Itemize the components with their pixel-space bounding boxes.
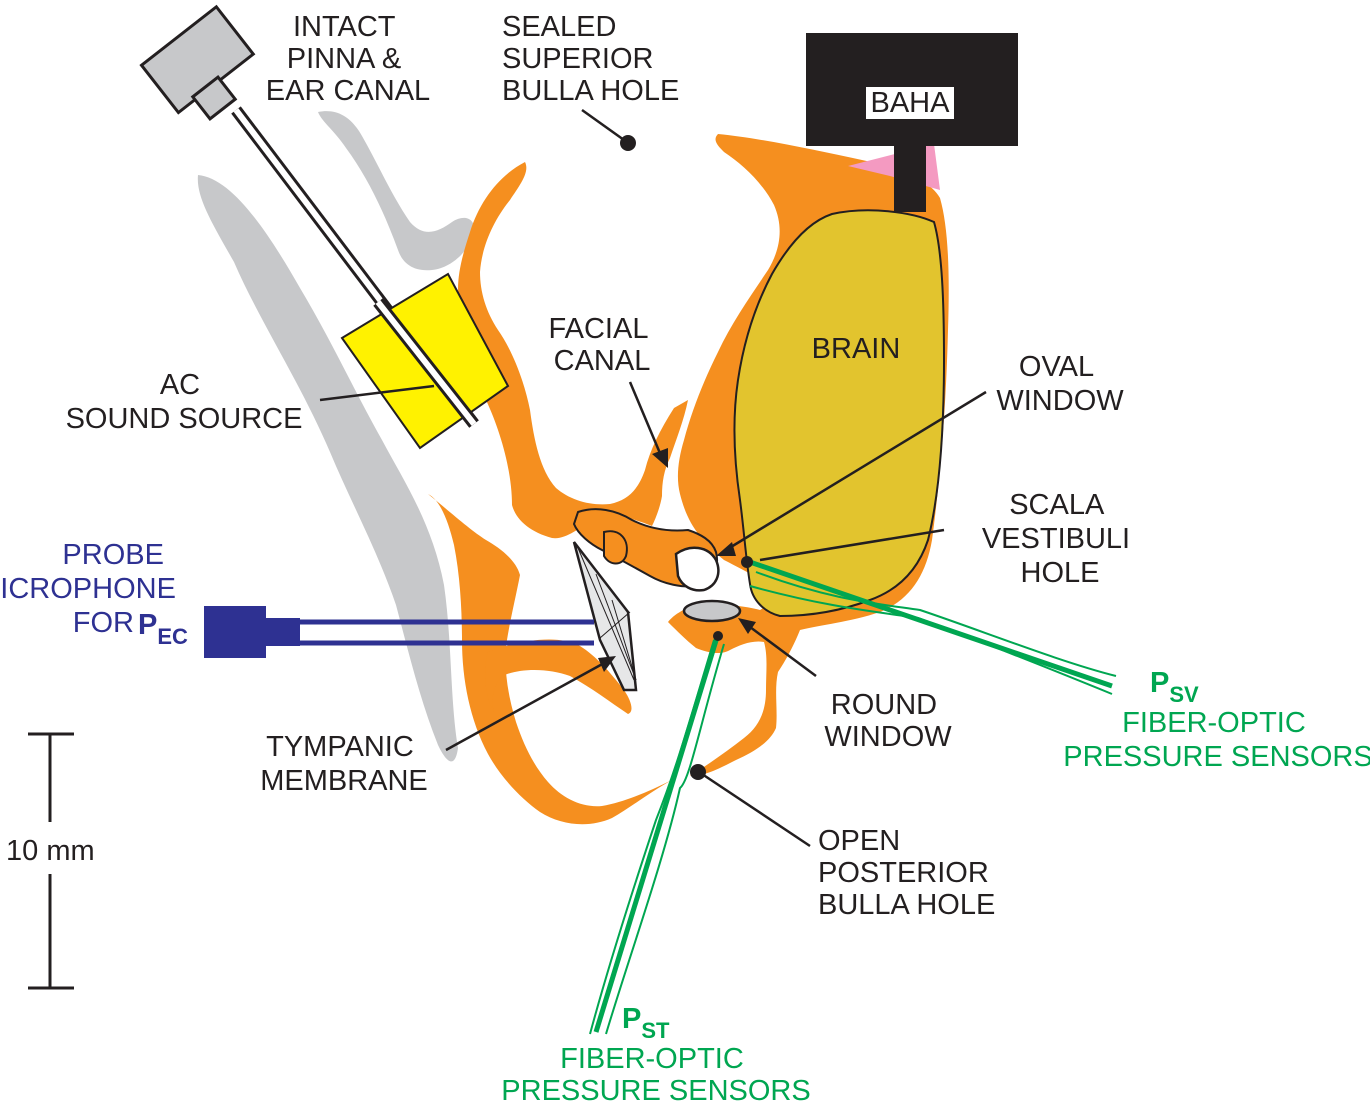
round-window: [684, 601, 740, 621]
open-hole-point: [690, 764, 706, 780]
st-hole-point: [713, 631, 723, 641]
p-st-label: PST: [622, 1003, 670, 1043]
probe-microphone-body: [204, 606, 266, 658]
facial-canal-label: FACIAL CANAL: [549, 313, 656, 377]
sealed-hole-leader: [582, 110, 624, 140]
probe-microphone-connector: [266, 618, 300, 646]
p-ec-label: PEC: [138, 609, 188, 649]
scale-bar-label: 10 mm: [6, 835, 95, 867]
brain-label: BRAIN: [812, 333, 901, 365]
baha-stem: [894, 140, 926, 212]
sealed-hole-point: [620, 135, 636, 151]
facial-canal-leader: [630, 382, 662, 458]
sealed-hole-label: SEALED SUPERIOR BULLA HOLE: [502, 11, 679, 107]
round-window-label: ROUND WINDOW: [824, 689, 952, 753]
baha-label: BAHA: [871, 87, 951, 119]
p-sv-label: PSV: [1150, 667, 1199, 707]
sv-sensor-label: FIBER-OPTIC PRESSURE SENSORS: [1063, 707, 1370, 773]
oval-window-label: OVAL WINDOW: [996, 351, 1124, 417]
pinna-label: INTACT PINNA & EAR CANAL: [266, 11, 430, 107]
tympanic-membrane-label: TYMPANIC MEMBRANE: [260, 731, 428, 797]
brain-region: [734, 210, 944, 616]
scala-vestibuli-point: [741, 556, 753, 568]
open-hole-leader: [702, 774, 810, 846]
scala-vestibuli-label: SCALA VESTIBULI HOLE: [982, 489, 1138, 589]
st-sensor-label: FIBER-OPTIC PRESSURE SENSORS: [501, 1043, 810, 1107]
ac-sound-source-label: AC SOUND SOURCE: [66, 369, 303, 435]
open-hole-label: OPEN POSTERIOR BULLA HOLE: [818, 825, 997, 921]
ossicle-stapes: [676, 548, 718, 591]
